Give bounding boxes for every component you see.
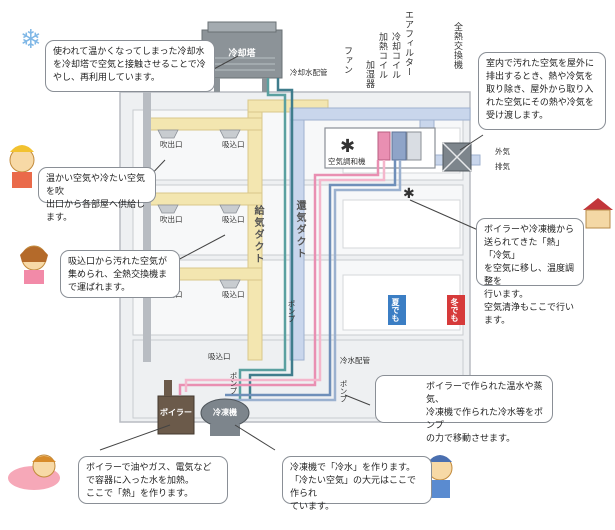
cooling-water-pipe <box>238 78 287 400</box>
supply-duct-floor4 <box>149 117 263 131</box>
summer-panel <box>388 295 406 325</box>
callout-air-handler: ボイラーや冷凍機から 送られてきた「熱」「冷気」 を空気に移し、温度調整を 行い… <box>476 218 584 326</box>
house-icon <box>583 198 613 229</box>
connector-water <box>344 394 371 406</box>
heat-exchanger-label: 全熱交換機 <box>452 22 462 70</box>
connector-air-handler <box>409 199 479 231</box>
callout-water-transport: ボイラーで作られた温水や蒸気、 冷凍機で作られた冷水等をポンプ の力で移動させま… <box>375 375 553 444</box>
exhaust-label: 排気 <box>495 162 510 171</box>
chiller-label: 冷凍機 <box>213 408 237 417</box>
callout-outlet: 温かい空気や冷たい空気を吹 出口から各部屋へ供給します。 <box>38 167 156 223</box>
air-handler-label: 空気調和機 <box>328 157 366 166</box>
inlet-grille-2 <box>219 279 241 289</box>
outside-air-label: 外気 <box>495 147 510 156</box>
outlet-label-3: 吹出口 <box>160 215 183 224</box>
inlet-label-machine-room: 吸込口 <box>208 352 231 361</box>
pump-label-3: ポンプ <box>339 380 348 403</box>
outlet-diffuser-3 <box>157 204 179 214</box>
connector-chiller <box>234 424 276 451</box>
fan-label: ファン <box>342 46 352 75</box>
cooling-coil-label: 冷却コイル <box>390 32 400 80</box>
snowflake-icon: ❄ <box>20 25 42 55</box>
chiller-stand <box>210 424 240 436</box>
connector-inlet <box>173 234 226 263</box>
air-filter-box <box>406 131 422 161</box>
supply-duct-floor3 <box>149 192 263 206</box>
inlet-label-2: 吸込口 <box>222 290 245 299</box>
supply-duct-label: 給気ダクト <box>252 205 263 265</box>
return-duct-label: 還気ダクト <box>294 200 305 260</box>
hot-pipe-1 <box>178 160 380 395</box>
heating-coil-box <box>377 131 391 161</box>
cooling-tower-top <box>207 21 277 33</box>
cooling-tower-leg-left <box>214 78 220 92</box>
connector-heat-exchanger <box>459 134 484 151</box>
exhaust-stack <box>143 92 151 362</box>
winter-label: 冬でも <box>450 298 459 322</box>
inlet-label-4: 吸込口 <box>222 140 245 149</box>
outlet-diffuser-4 <box>157 129 179 139</box>
callout-boiler: ボイラーで油やガス、電気など で容器に入った水を加熱。 ここで「熱」を作ります。 <box>78 456 228 504</box>
boiler-label: ボイラー <box>160 408 192 417</box>
character-bottom-right <box>427 455 453 498</box>
hot-pipe-2 <box>184 160 386 392</box>
callout-heat-exchanger: 室内で汚れた空気を屋外に 排出するとき、熱や冷気を 取り除き、屋外から取り入 れ… <box>478 52 606 130</box>
exhaust-fan-icon: ✱ <box>403 186 415 202</box>
inlet-label-3: 吸込口 <box>222 215 245 224</box>
fan-icon: ✱ <box>340 136 355 157</box>
return-duct-top <box>289 107 471 121</box>
summer-label: 夏でも <box>391 298 400 322</box>
cooling-tower-label: 冷却塔 <box>228 49 256 59</box>
air-filter-label: エアフィルター <box>403 10 413 77</box>
cooling-tower-leg-right <box>262 78 268 92</box>
callout-inlet: 吸込口から汚れた空気が 集められ、全熱交換機ま で運ばれます。 <box>60 250 180 298</box>
room-3-right <box>342 199 461 249</box>
chilled-water-pipe-label: 冷水配管 <box>340 356 370 365</box>
connector-cooling-tower <box>211 54 241 71</box>
callout-chiller: 冷凍機で「冷水」を作ります。 「冷たい空気」の大元はここで作られ ています。 <box>282 456 432 512</box>
outlet-label-4: 吹出口 <box>160 140 183 149</box>
inlet-grille-3 <box>219 204 241 214</box>
humidifier-label: 加湿器 <box>364 60 374 89</box>
cold-pipe-2 <box>230 160 402 402</box>
cold-pipe-1 <box>225 160 397 397</box>
callout-cooling-tower: 使われて温かくなってしまった冷却水 を冷却塔で空気と接触させることで冷 やし、再… <box>45 40 215 92</box>
cooling-water-pipe-label: 冷却水配管 <box>290 68 328 77</box>
character-girl <box>20 245 48 284</box>
heating-coil-label: 加熱コイル <box>377 32 387 80</box>
character-bottom-left <box>8 454 60 490</box>
inlet-grille-4 <box>219 129 241 139</box>
winter-panel <box>447 295 465 325</box>
character-top-left <box>9 145 35 188</box>
pump-label-2: ポンプ <box>229 372 238 395</box>
boiler-stack <box>164 380 172 396</box>
connector-boiler <box>99 424 171 451</box>
cooling-coil-box <box>391 131 407 161</box>
pump-label-1: ポンプ <box>287 300 296 323</box>
